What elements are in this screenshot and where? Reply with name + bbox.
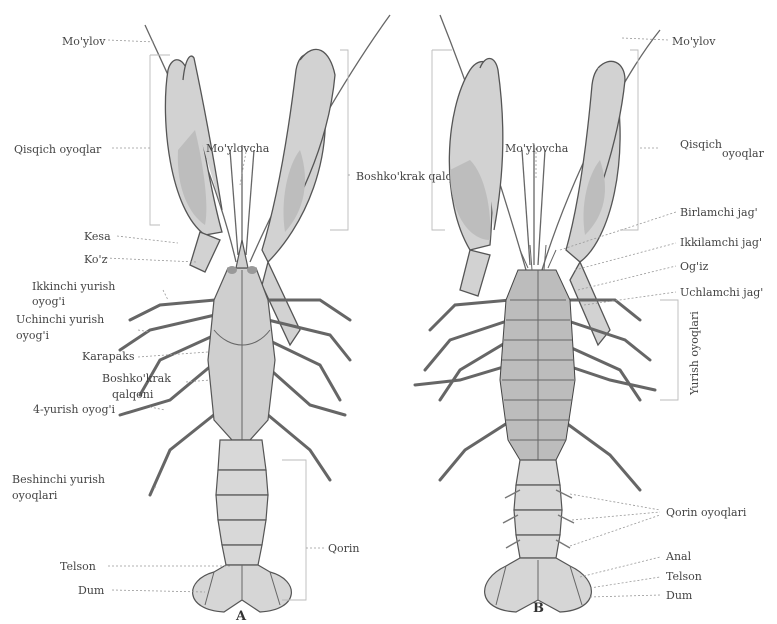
label-a-telson: Telson [60, 560, 96, 573]
label-a-antenna: Mo'ylov [62, 35, 106, 48]
label-b-walking-legs: Yurish oyoqlari [688, 311, 701, 396]
label-b-third-jaw: Uchlamchi jag' [680, 286, 763, 299]
label-a-tail: Dum [78, 584, 105, 597]
label-b-antennule: Mo'ylovcha [505, 142, 569, 155]
label-b-mouth: Og'iz [680, 260, 709, 273]
label-b-anus: Anal [665, 550, 692, 563]
label-a-antennule: Mo'ylovcha [206, 142, 270, 155]
figure-letter-a: A [235, 609, 247, 624]
label-a-abdomen: Qorin [328, 542, 360, 555]
label-b-antenna: Mo'ylov [672, 35, 716, 48]
label-a-eye-stalk: Kesa [84, 230, 111, 243]
label-b-telson: Telson [666, 570, 702, 583]
label-a-fourth-walking-leg: 4-yurish oyog'i [33, 403, 116, 416]
label-a-second-walking-leg-2: oyog'i [32, 295, 66, 308]
label-b-abdominal-legs: Qorin oyoqlari [666, 506, 747, 519]
label-b-pincer-legs-1: Qisqich [680, 138, 722, 151]
label-a-third-walking-leg-1: Uchinchi yurish [16, 313, 104, 326]
label-b-first-jaw: Birlamchi jag' [680, 206, 758, 219]
crayfish-dorsal-view [106, 15, 390, 612]
label-a-fifth-walking-legs-2: oyoqlari [12, 489, 58, 502]
label-a-eye: Ko'z [84, 253, 108, 266]
label-b-tail: Dum [666, 589, 693, 602]
crayfish-ventral-view [415, 15, 678, 612]
label-a-cephalothorax-2-1: Boshko'krak [102, 372, 171, 385]
figure-letter-b: B [533, 601, 544, 616]
label-b-second-jaw: Ikkilamchi jag' [680, 236, 762, 249]
label-a-pincer-legs: Qisqich oyoqlar [14, 143, 102, 156]
label-b-pincer-legs-2: oyoqlar [722, 147, 765, 160]
label-a-third-walking-leg-2: oyog'i [16, 329, 50, 342]
label-a-cephalothorax-2-2: qalqoni [112, 388, 154, 401]
label-a-fifth-walking-legs-1: Beshinchi yurish [12, 473, 105, 486]
label-a-carapace: Karapaks [82, 350, 135, 363]
label-a-second-walking-leg-1: Ikkinchi yurish [32, 280, 115, 293]
